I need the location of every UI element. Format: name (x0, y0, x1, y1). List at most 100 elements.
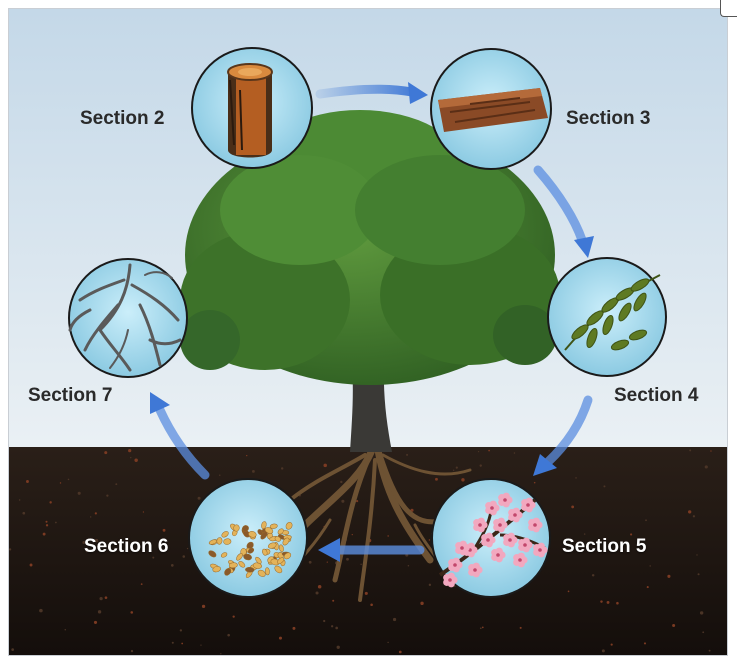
section-6-circle (188, 478, 308, 598)
soil-speck (533, 481, 536, 484)
soil-speck (603, 485, 606, 488)
soil-speck (29, 563, 33, 567)
soil-speck (186, 547, 189, 550)
soil-speck (11, 648, 15, 651)
soil-speck (356, 500, 359, 503)
soil-speck (606, 600, 610, 604)
soil-speck (479, 464, 482, 467)
soil-speck (94, 512, 97, 515)
soil-speck (708, 649, 711, 652)
soil-speck (104, 451, 108, 455)
soil-speck (672, 624, 676, 628)
soil-speck (601, 649, 605, 653)
soil-speck (336, 645, 340, 649)
soil-speck (688, 510, 692, 514)
soil-speck (646, 586, 649, 589)
section-2-circle (191, 47, 313, 169)
soil-speck (227, 633, 230, 637)
seed (223, 538, 232, 545)
soil-speck (26, 480, 29, 483)
blossom (491, 547, 506, 563)
soil-speck (45, 524, 49, 527)
soil-speck (49, 501, 52, 504)
blossom (485, 500, 500, 516)
seed (265, 567, 270, 576)
seed (208, 550, 217, 558)
soil-speck (8, 548, 12, 551)
blossom (513, 552, 528, 568)
soil-speck (315, 591, 319, 595)
soil-speck (55, 521, 57, 524)
seed (274, 536, 282, 542)
soil-speck (317, 585, 322, 589)
soil-speck (370, 603, 373, 607)
flowers-icon (438, 492, 548, 588)
seed (238, 561, 246, 568)
soil-speck (643, 642, 647, 645)
seed (221, 531, 229, 538)
soil-speck (600, 600, 603, 603)
seed (274, 565, 283, 574)
arrow-section-3-to-4 (533, 165, 594, 258)
seed (277, 528, 284, 535)
soil-speck (455, 466, 458, 469)
soil-speck (82, 540, 86, 545)
soil-speck (130, 611, 134, 614)
seed (236, 553, 243, 561)
soil-speck (323, 619, 326, 623)
soil-speck (115, 483, 118, 486)
soil-speck (93, 620, 98, 624)
seed (278, 544, 284, 552)
soil-speck (697, 573, 700, 576)
soil-speck (130, 456, 132, 459)
soil-speck (59, 482, 62, 484)
soil-speck (332, 599, 335, 602)
blossom (468, 562, 483, 578)
soil-speck (704, 465, 708, 469)
blossom (481, 532, 496, 548)
seed (242, 525, 249, 532)
blossom (448, 557, 463, 573)
soil-speck (667, 574, 671, 578)
soil-speck (591, 574, 595, 577)
seed (208, 539, 218, 545)
blossom (493, 517, 508, 533)
soil-speck (182, 555, 186, 558)
blossom (528, 517, 543, 533)
soil-speck (488, 449, 490, 452)
soil-speck (130, 649, 134, 653)
section-3-label: Section 3 (566, 108, 651, 129)
seed (233, 524, 240, 532)
soil-speck (702, 631, 705, 634)
seed (285, 522, 293, 530)
soil-speck (387, 535, 389, 537)
soil-speck (341, 499, 345, 503)
seed (212, 566, 221, 573)
soil-speck (181, 642, 184, 645)
soil-speck (407, 564, 410, 567)
tree-canopy (180, 110, 560, 385)
cycle-arrows (150, 82, 594, 562)
soil-speck (39, 608, 43, 613)
blossom (473, 517, 488, 533)
roots-icon (68, 263, 182, 372)
soil-speck (477, 450, 480, 453)
soil-speck (251, 469, 255, 473)
soil-speck (428, 583, 432, 587)
soil-speck (18, 499, 21, 501)
soil-speck (331, 625, 334, 628)
soil-speck (387, 641, 389, 644)
seed (228, 562, 238, 569)
soil-speck (197, 496, 201, 500)
seed (243, 553, 252, 561)
soil-speck (104, 596, 108, 599)
section-2-label: Section 2 (80, 108, 165, 129)
soil-speck (699, 611, 704, 615)
soil-speck (77, 491, 81, 495)
soil-speck (420, 601, 424, 606)
soil-speck (94, 538, 99, 543)
soil-speck (710, 450, 712, 452)
soil-speck (142, 511, 145, 513)
